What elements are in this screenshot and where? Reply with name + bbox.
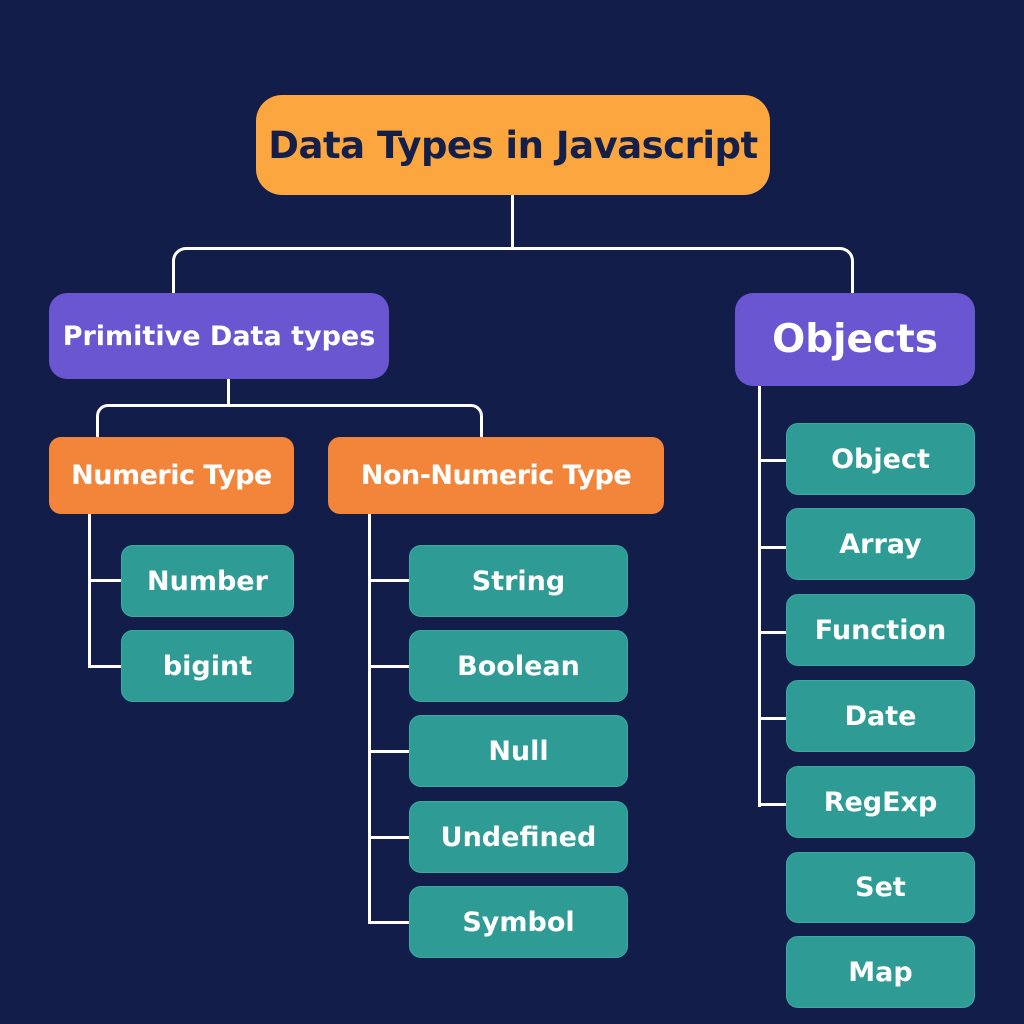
category-objects: Objects [735,293,975,386]
root-node-title: Data Types in Javascript [256,95,770,195]
leaf-object: Object [786,423,975,495]
connector-null [368,750,410,753]
connector-undefined [368,836,410,839]
connector-bigint [88,665,122,668]
connector-boolean [368,665,410,668]
category-primitive: Primitive Data types [49,293,389,379]
connector-regexp [758,803,787,806]
connector-root-stem [511,195,514,249]
leaf-null: Null [409,715,628,787]
connector-numeric-vertical [88,513,91,668]
connector-primitive-stem [227,378,230,406]
connector-object [758,459,787,462]
subcategory-numeric: Numeric Type [49,437,294,514]
connector-date [758,717,787,720]
connector-string [368,579,410,582]
connector-root-branch [172,247,854,295]
leaf-number: Number [121,545,294,617]
leaf-array: Array [786,508,975,580]
leaf-string: String [409,545,628,617]
subcategory-non-numeric: Non-Numeric Type [328,437,664,514]
leaf-set: Set [786,852,975,923]
connector-function [758,631,787,634]
leaf-map: Map [786,936,975,1008]
leaf-function: Function [786,594,975,666]
leaf-undefined: Undefined [409,801,628,873]
leaf-boolean: Boolean [409,630,628,702]
connector-number [88,579,122,582]
leaf-date: Date [786,680,975,752]
connector-array [758,546,787,549]
connector-nonnumeric-vertical [368,513,371,924]
connector-objects-vertical [758,385,761,807]
leaf-symbol: Symbol [409,886,628,958]
connector-primitive-branch [96,404,483,438]
leaf-bigint: bigint [121,630,294,702]
connector-symbol [368,921,410,924]
leaf-regexp: RegExp [786,766,975,838]
